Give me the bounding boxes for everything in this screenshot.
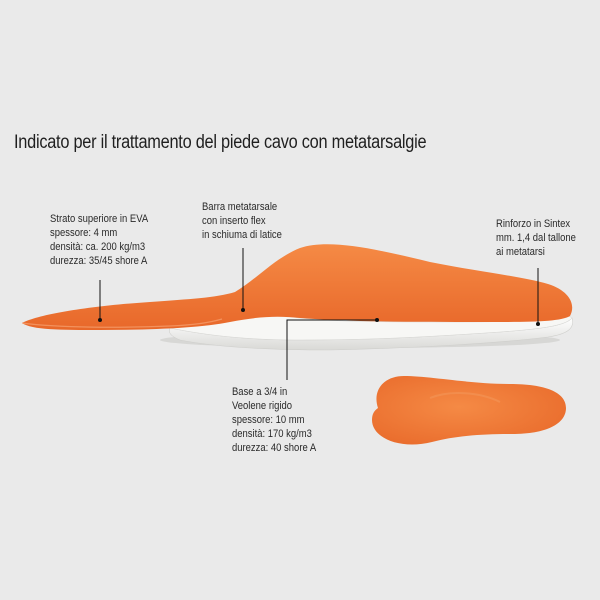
insole-top-layer xyxy=(22,244,573,330)
dot-barra xyxy=(241,308,245,312)
insole-top-view-arch xyxy=(429,392,501,403)
dot-sintex xyxy=(536,322,540,326)
dot-base xyxy=(375,318,379,322)
callout-line: in schiuma di latice xyxy=(202,229,282,241)
callout-line: densità: ca. 200 kg/m3 xyxy=(50,241,146,253)
callout-line: Rinforzo in Sintex xyxy=(496,218,571,230)
callout-line: densità: 170 kg/m3 xyxy=(232,428,312,440)
callout-veolene-base: Base a 3/4 in Veolene rigido spessore: 1… xyxy=(232,385,316,455)
callout-line: con inserto flex xyxy=(202,215,266,227)
callout-line: mm. 1,4 dal tallone xyxy=(496,232,576,244)
insole-edge-highlight xyxy=(21,318,223,328)
callout-line: Strato superiore in EVA xyxy=(50,213,149,225)
callout-line: spessore: 4 mm xyxy=(50,227,118,239)
callout-line: spessore: 10 mm xyxy=(232,414,305,426)
callout-metatarsal-bar: Barra metatarsale con inserto flex in sc… xyxy=(202,200,282,242)
insole-side-wall xyxy=(169,313,573,341)
callout-eva-layer: Strato superiore in EVA spessore: 4 mm d… xyxy=(50,212,148,268)
leader-dots xyxy=(98,308,540,326)
leader-base xyxy=(286,319,377,380)
page-title: Indicato per il trattamento del piede ca… xyxy=(14,132,427,153)
insole-top-view xyxy=(372,376,566,445)
callout-line: ai metatarsi xyxy=(496,246,545,258)
callout-line: Base a 3/4 in xyxy=(232,386,288,398)
leader-lines xyxy=(99,248,539,380)
dot-eva xyxy=(98,318,102,322)
callout-line: durezza: 35/45 shore A xyxy=(50,255,148,267)
callout-line: Veolene rigido xyxy=(232,400,292,412)
callout-line: durezza: 40 shore A xyxy=(232,442,317,454)
callout-sintex-reinforcement: Rinforzo in Sintex mm. 1,4 dal tallone a… xyxy=(496,217,576,259)
callout-line: Barra metatarsale xyxy=(202,201,278,213)
